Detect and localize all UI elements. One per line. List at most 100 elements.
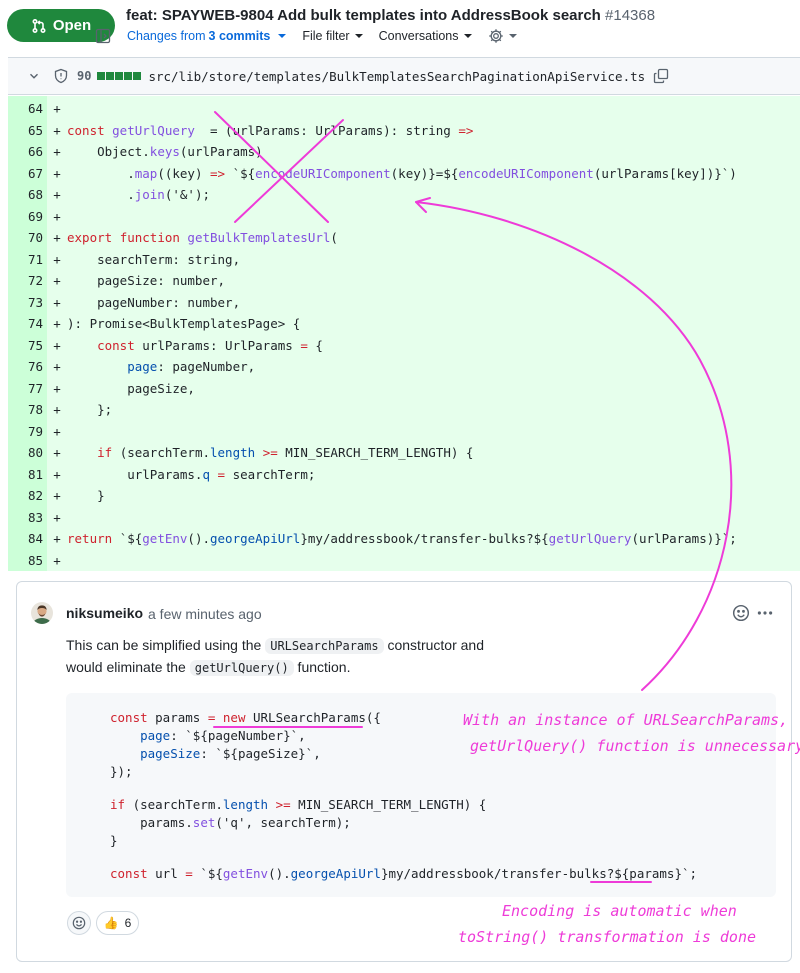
diff-line[interactable]: 68+ .join('&');	[8, 184, 800, 206]
line-number[interactable]: 82	[27, 488, 43, 504]
code-token: encodeURIComponent	[255, 165, 391, 181]
code-text: .map((key) => `${encodeURIComponent(key)…	[67, 166, 737, 181]
diff-line[interactable]: 85+	[8, 550, 800, 572]
line-number[interactable]: 70	[27, 230, 43, 246]
code-token: page	[127, 359, 158, 375]
snippet-line: if (searchTerm.length >= MIN_SEARCH_TERM…	[110, 797, 486, 812]
line-number[interactable]: 67	[27, 165, 43, 181]
diff-line[interactable]: 73+ pageNumber: number,	[8, 292, 800, 314]
line-number[interactable]: 69	[27, 208, 43, 224]
line-number[interactable]: 81	[27, 466, 43, 482]
line-number[interactable]: 83	[27, 509, 43, 525]
reaction-count: 6	[124, 916, 132, 930]
comment-code-block: const params = new URLSearchParams({ pag…	[66, 693, 776, 897]
code-token: = new	[207, 710, 253, 725]
code-token: urlParams: UrlParams	[142, 337, 301, 353]
diff-line[interactable]: 67 + .map((key) => `${encodeURIComponent(…	[8, 163, 800, 185]
line-number[interactable]: 77	[27, 380, 43, 396]
code-token: encodeURIComponent	[458, 165, 594, 181]
diff-line[interactable]: 70+export function getBulkTemplatesUrl(	[8, 227, 800, 249]
diff-line[interactable]: 80+ if (searchTerm.length >= MIN_SEARCH_…	[8, 442, 800, 464]
avatar[interactable]	[31, 602, 53, 624]
diff-line[interactable]: 79+	[8, 421, 800, 443]
line-number[interactable]: 79	[27, 423, 43, 439]
line-number[interactable]: 78	[27, 402, 43, 418]
changes-from-dropdown[interactable]: Changes from 3 commits	[127, 29, 287, 43]
line-number[interactable]: 72	[27, 273, 43, 289]
diff-line[interactable]: 75+ const urlParams: UrlParams = {	[8, 335, 800, 357]
line-number[interactable]: 80	[27, 445, 43, 461]
diff-line[interactable]: 83+	[8, 507, 800, 529]
diff-line[interactable]: 74+): Promise<BulkTemplatesPage> {	[8, 313, 800, 335]
collapse-chevron-icon[interactable]	[27, 69, 41, 83]
code-token: (searchTerm.	[132, 797, 223, 812]
diff-view: 64+65+const getUrlQuery = (urlParams: Ur…	[8, 96, 800, 571]
code-token: =>	[458, 122, 474, 138]
diff-line[interactable]: 84+return `${getEnv().georgeApiUrl}my/ad…	[8, 528, 800, 550]
comment-timestamp[interactable]: a few minutes ago	[148, 606, 262, 622]
file-filter-dropdown[interactable]: File filter	[302, 29, 363, 43]
comment-author[interactable]: niksumeiko	[66, 605, 144, 621]
diff-line[interactable]: 72+ pageSize: number,	[8, 270, 800, 292]
comment-text: function.	[293, 659, 351, 675]
code-token: georgeApiUrl	[290, 866, 381, 881]
copy-icon[interactable]	[653, 68, 669, 84]
code-token: `${	[225, 165, 256, 181]
kebab-horizontal-icon[interactable]	[756, 604, 774, 622]
smiley-icon[interactable]	[732, 604, 750, 622]
line-number[interactable]: 76	[27, 359, 43, 375]
diff-line[interactable]: 82+ }	[8, 485, 800, 507]
line-number[interactable]: 85	[27, 552, 43, 568]
gear-icon	[488, 29, 503, 43]
code-token: });	[110, 764, 133, 779]
thumbs-up-reaction[interactable]: 👍 6	[96, 911, 139, 935]
line-number[interactable]: 68	[27, 187, 43, 203]
line-number[interactable]: 74	[27, 316, 43, 332]
snippet-line: });	[110, 764, 133, 779]
diff-line[interactable]: 69+	[8, 206, 800, 228]
line-number[interactable]: 75	[27, 337, 43, 353]
code-token: ().	[268, 866, 291, 881]
line-number[interactable]: 65	[27, 122, 43, 138]
snippet-line: page: `${pageNumber}`,	[110, 728, 306, 743]
line-number[interactable]: 84	[27, 531, 43, 547]
code-token	[268, 797, 276, 812]
diff-marker: +	[53, 251, 61, 267]
code-token: =	[217, 466, 226, 482]
annotation-note-2-line-2: toString() transformation is done	[458, 928, 757, 946]
pr-header: Open feat: SPAYWEB-9804 Add bulk templat…	[0, 0, 800, 56]
code-token: pageNumber: number,	[67, 294, 241, 310]
settings-dropdown[interactable]	[488, 28, 517, 44]
code-token: MIN_SEARCH_TERM_LENGTH) {	[277, 445, 474, 461]
line-number[interactable]: 71	[27, 251, 43, 267]
code-token: }my/addressbook/transfer-bulks?${	[300, 531, 549, 547]
add-reaction-button[interactable]	[67, 911, 91, 935]
code-text: }	[67, 488, 105, 503]
comment-text: constructor and	[383, 637, 484, 653]
code-token: const	[110, 866, 156, 881]
code-token: =	[185, 866, 193, 881]
diff-line[interactable]: 76+ page: pageNumber,	[8, 356, 800, 378]
diff-line[interactable]: 78+ };	[8, 399, 800, 421]
diff-line[interactable]: 64+	[8, 98, 800, 120]
code-token: params	[155, 710, 208, 725]
diff-line[interactable]: 81+ urlParams.q = searchTerm;	[8, 464, 800, 486]
conversations-dropdown[interactable]: Conversations	[379, 29, 472, 43]
snippet-line: params.set('q', searchTerm);	[110, 815, 351, 830]
conversations-label: Conversations	[378, 29, 459, 43]
line-number[interactable]: 64	[27, 101, 43, 117]
file-path[interactable]: src/lib/store/templates/BulkTemplatesSea…	[148, 68, 646, 84]
diff-line[interactable]: 66+ Object.keys(urlParams)	[8, 141, 800, 163]
diffstat-bar	[97, 72, 142, 80]
diff-line[interactable]: 65+const getUrlQuery = (urlParams: UrlPa…	[8, 120, 800, 142]
diff-marker: +	[53, 165, 61, 181]
changes-prefix: Changes from	[127, 29, 206, 43]
line-number[interactable]: 73	[27, 294, 43, 310]
diff-line[interactable]: 77+ pageSize,	[8, 378, 800, 400]
code-token: const	[67, 122, 113, 138]
diff-line[interactable]: 71+ searchTerm: string,	[8, 249, 800, 271]
chevron-down-icon	[278, 34, 287, 38]
line-number[interactable]: 66	[27, 144, 43, 160]
diff-marker: +	[53, 531, 61, 547]
sidebar-toggle-icon[interactable]	[95, 28, 111, 44]
